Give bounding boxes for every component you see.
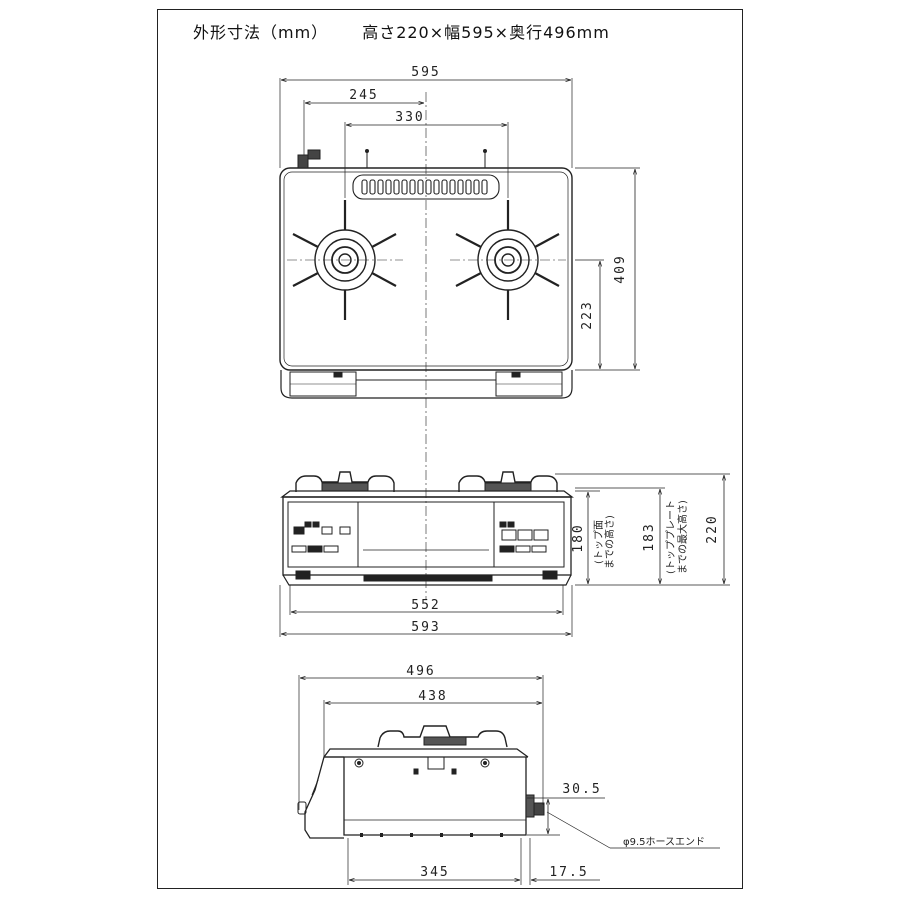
drawing-frame [157,9,743,889]
side-view [297,675,720,885]
plate-height-note-line2: までの最大高さ) [676,500,689,574]
plate-height-dimension: 183 [642,522,657,551]
dimensions-title: 外形寸法（mm） 高さ220×幅595×奥行496mm [193,19,610,43]
hose-height-dimension: 30.5 [562,782,601,797]
plate-height-note-line1: (トッププレート [665,500,677,574]
side-depth-dimension: 496 [406,664,435,679]
right-burner [450,200,566,320]
title-label: 外形寸法（mm） [193,23,329,42]
top-height-dimension: 180 [571,523,586,552]
front-view [279,471,730,637]
top-height-note-line1: (トップ面 [593,520,605,564]
burner-offset-dimension: 245 [349,88,378,103]
top-depth-dimension: 409 [613,254,628,283]
top-width-dimension: 595 [411,65,440,80]
hose-offset-dimension: 17.5 [549,865,588,880]
front-overall-width-dimension: 593 [411,620,440,635]
top-view [279,78,640,600]
top-height-note-line2: までの高さ) [603,515,616,569]
left-burner [287,200,403,320]
title-dimensions: 高さ220×幅595×奥行496mm [362,23,610,42]
burner-spacing-dimension: 330 [395,110,424,125]
side-body-depth-dimension: 438 [418,689,447,704]
front-base-width-dimension: 552 [411,598,440,613]
burner-front-dimension: 223 [580,300,595,329]
hose-end-label: φ9.5ホースエンド [623,836,705,848]
foot-span-dimension: 345 [420,865,449,880]
overall-height-dimension: 220 [705,514,720,543]
